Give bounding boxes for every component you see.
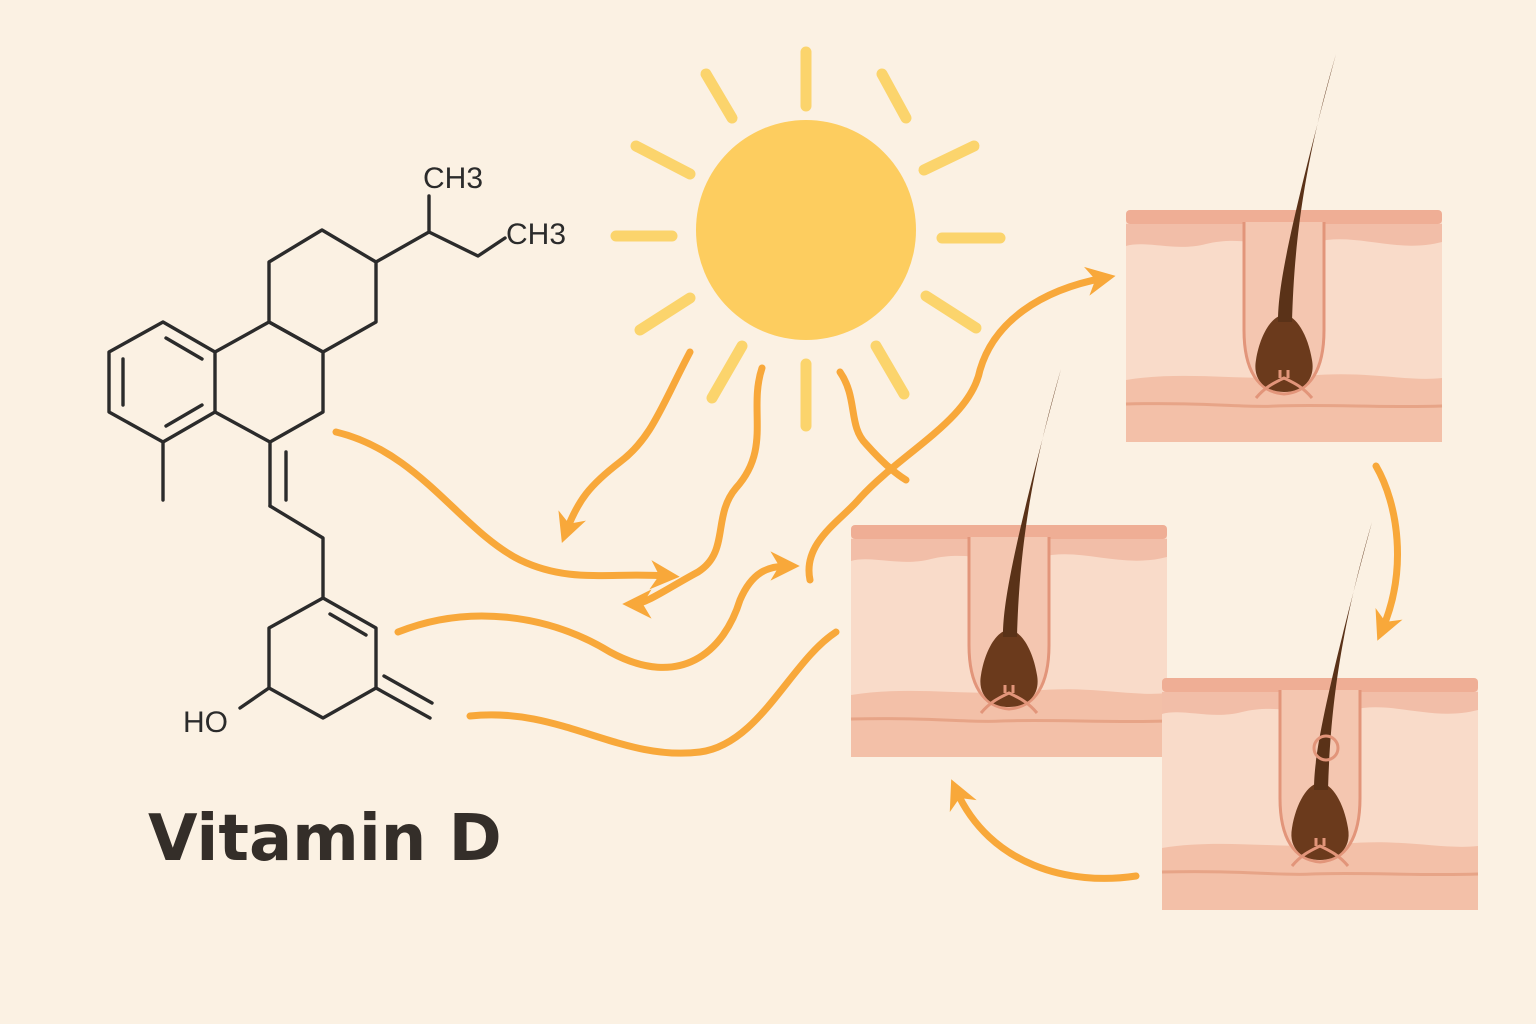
sun-rays <box>610 46 1006 432</box>
panel-bottom-right <box>1160 520 1480 912</box>
arrow-icon <box>805 266 1116 584</box>
panel-top-right <box>1124 52 1444 444</box>
arrow-icon <box>332 428 680 590</box>
ch3-label-top: CH3 <box>423 162 483 195</box>
vitamin-d-molecule <box>107 194 507 720</box>
hydroxyl-label: HO <box>183 706 228 739</box>
sun-disc <box>696 120 916 340</box>
hair-follicle-icon <box>1124 52 1444 444</box>
middle-ring <box>213 320 325 444</box>
arrow-icon <box>558 348 694 544</box>
lower-ring <box>267 596 378 720</box>
sebaceous-gland-icon <box>1312 734 1340 762</box>
panel-center <box>849 367 1169 759</box>
arrow-icon <box>622 364 766 619</box>
hair-follicle-icon <box>1160 520 1480 912</box>
arrow-icon <box>394 551 800 671</box>
arrow-icon <box>1372 462 1403 641</box>
wavy-arrows <box>332 266 1403 882</box>
arrow-icon <box>466 628 840 757</box>
arrow-icon <box>836 368 910 484</box>
benzene-ring <box>107 320 217 444</box>
top-ring <box>267 228 378 354</box>
hair-follicle-icon <box>849 367 1169 759</box>
ch3-label-right: CH3 <box>506 218 566 251</box>
sun-icon <box>610 46 1006 432</box>
arrow-icon <box>949 779 1140 882</box>
diagram-title: Vitamin D <box>148 802 502 876</box>
